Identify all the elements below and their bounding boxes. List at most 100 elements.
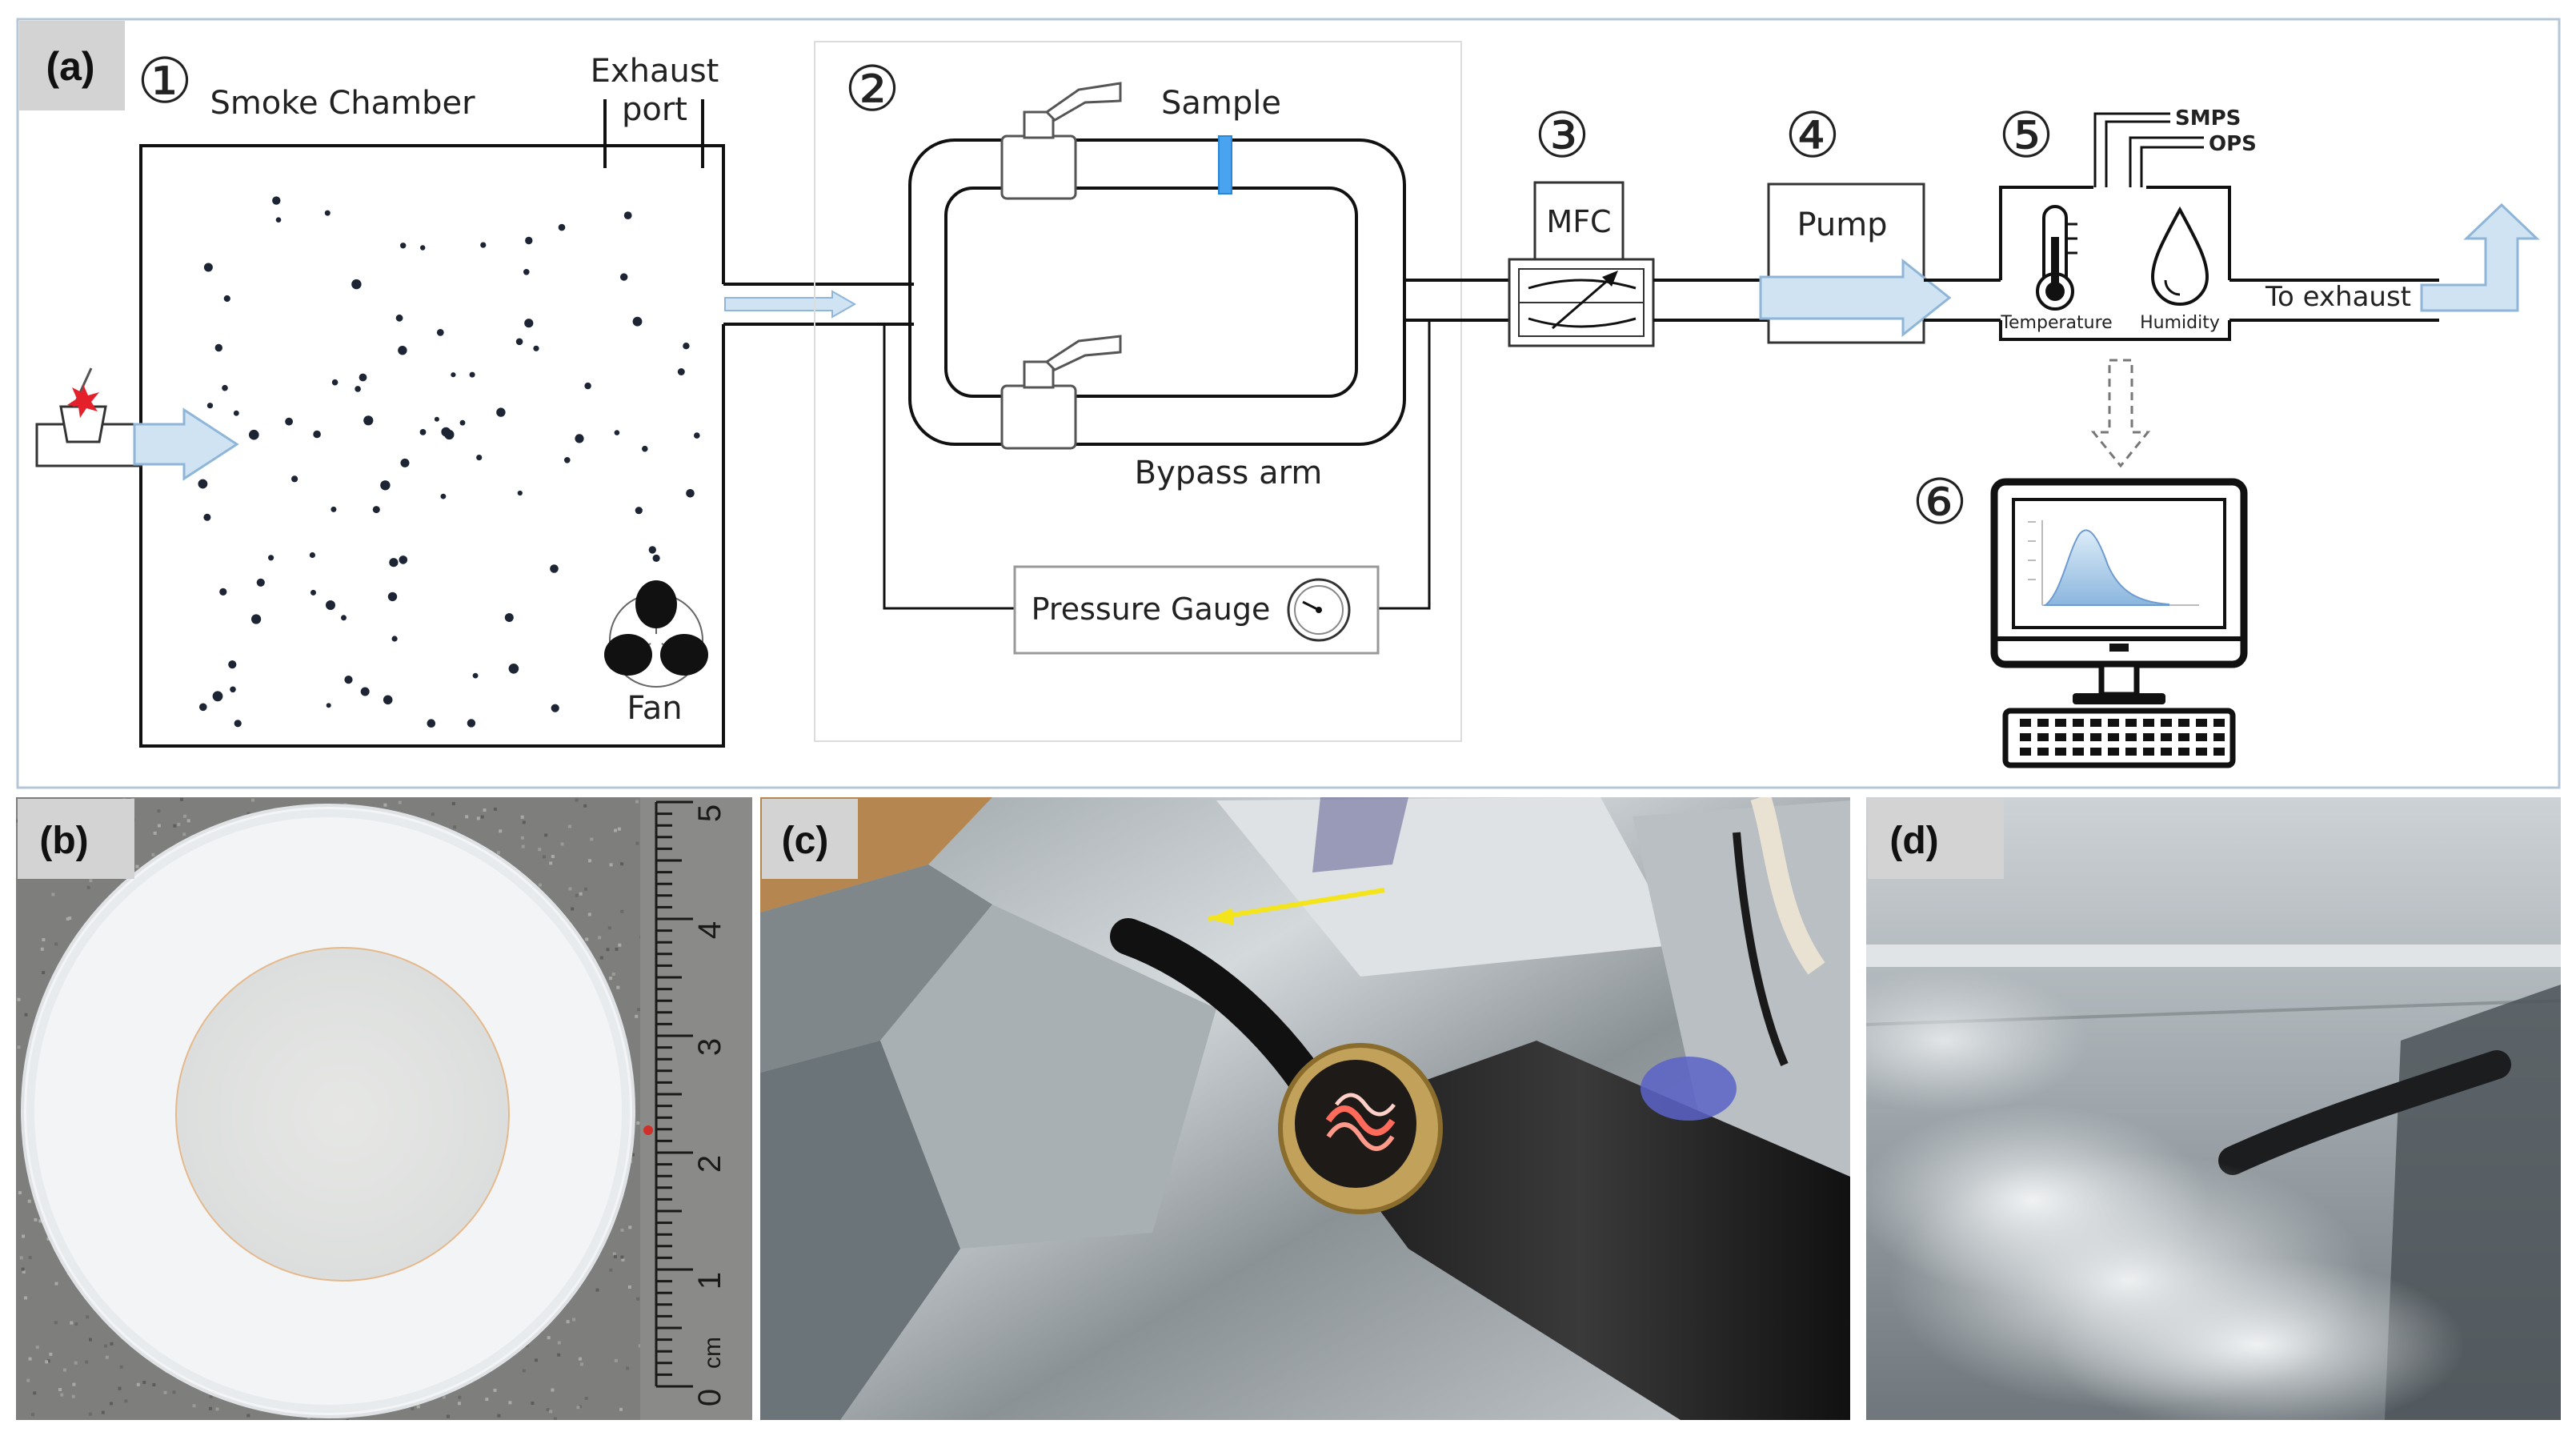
particle bbox=[614, 430, 620, 435]
key bbox=[2161, 748, 2172, 756]
speck bbox=[180, 797, 183, 801]
particle bbox=[683, 343, 690, 350]
speck bbox=[567, 824, 571, 828]
black-cable bbox=[1733, 832, 1789, 1066]
speck bbox=[22, 1270, 26, 1274]
speck bbox=[442, 1395, 446, 1399]
speck bbox=[618, 943, 622, 947]
particle bbox=[326, 703, 331, 708]
particle bbox=[344, 676, 353, 684]
smoke-chamber: Smoke Chamber Exhaust port Fan bbox=[139, 53, 725, 748]
particle bbox=[285, 417, 293, 426]
key bbox=[2196, 748, 2207, 756]
speck bbox=[579, 892, 583, 896]
speck bbox=[86, 885, 90, 889]
speck bbox=[557, 1353, 561, 1357]
foil-panel-low bbox=[760, 1041, 960, 1420]
speck bbox=[18, 1191, 22, 1195]
sample-section-frame bbox=[814, 41, 1462, 742]
particle bbox=[469, 371, 475, 378]
speck bbox=[54, 1321, 58, 1325]
keyboard-keys bbox=[2020, 719, 2225, 756]
speck bbox=[599, 956, 603, 960]
particle bbox=[575, 434, 584, 443]
speck bbox=[576, 1406, 580, 1410]
speck bbox=[74, 1361, 78, 1365]
particle bbox=[400, 458, 410, 467]
particle bbox=[203, 513, 211, 521]
ruler-unit: cm bbox=[699, 1337, 726, 1369]
ruler-number: 3 bbox=[692, 1038, 727, 1056]
speck bbox=[543, 855, 546, 859]
speck bbox=[585, 937, 589, 941]
ruler-number: 1 bbox=[692, 1272, 727, 1290]
particle bbox=[331, 379, 339, 386]
speck bbox=[621, 1258, 625, 1262]
speck bbox=[31, 1413, 34, 1417]
particle bbox=[504, 613, 514, 622]
particle bbox=[351, 279, 362, 290]
speck bbox=[447, 1414, 450, 1418]
inlet-flow-arrow bbox=[133, 407, 239, 481]
chamber-rail bbox=[1866, 945, 2561, 967]
gauge-line-left bbox=[883, 324, 1015, 610]
speck bbox=[85, 1360, 89, 1364]
particle bbox=[251, 614, 262, 624]
speck bbox=[609, 1268, 613, 1272]
speck bbox=[616, 985, 620, 989]
speck bbox=[499, 829, 503, 833]
particle bbox=[399, 556, 408, 564]
mfc-device: MFC bbox=[1508, 181, 1655, 347]
speck bbox=[88, 1338, 92, 1342]
particle bbox=[341, 615, 347, 621]
particle bbox=[395, 314, 403, 322]
fan-label: Fan bbox=[627, 690, 682, 727]
pump-flow-arrow bbox=[1759, 258, 1952, 338]
speck bbox=[626, 1366, 630, 1370]
speck bbox=[151, 852, 155, 856]
particle bbox=[272, 196, 281, 205]
key bbox=[2090, 719, 2101, 727]
particle bbox=[434, 416, 439, 422]
speck bbox=[476, 816, 480, 820]
speck bbox=[617, 827, 621, 831]
speck bbox=[620, 909, 624, 913]
particle bbox=[620, 273, 628, 281]
key bbox=[2213, 719, 2225, 727]
ruler bbox=[643, 800, 693, 1388]
speck bbox=[105, 1355, 109, 1359]
speck bbox=[615, 947, 619, 951]
key bbox=[2143, 748, 2154, 756]
speck bbox=[636, 1121, 640, 1125]
particle bbox=[551, 704, 559, 712]
exhaust-label-line2: port bbox=[622, 91, 687, 128]
speck bbox=[72, 1382, 76, 1386]
panel-c-label: (c) bbox=[782, 820, 829, 862]
speck bbox=[142, 1381, 146, 1384]
ruler-red-mark bbox=[643, 1125, 653, 1135]
speck bbox=[34, 1217, 38, 1221]
gloved-hand bbox=[1641, 1057, 1737, 1121]
particle bbox=[199, 703, 207, 712]
key bbox=[2143, 719, 2154, 727]
speck bbox=[572, 1318, 575, 1322]
speck bbox=[152, 1383, 156, 1386]
particle bbox=[219, 588, 227, 596]
lighter-nozzle-hose bbox=[1110, 918, 1331, 1107]
exhaust-up-arrow bbox=[2420, 203, 2540, 312]
speck bbox=[575, 893, 579, 897]
speck bbox=[431, 812, 435, 816]
speck bbox=[522, 1369, 526, 1373]
speck bbox=[19, 1256, 23, 1260]
particle bbox=[623, 211, 632, 219]
speck bbox=[17, 997, 21, 1001]
speck bbox=[74, 1322, 78, 1326]
key bbox=[2178, 748, 2189, 756]
particle bbox=[564, 457, 571, 463]
speck bbox=[568, 887, 572, 891]
sensor-box: SMPS OPS Temperature Humidity bbox=[1999, 106, 2257, 341]
key bbox=[2213, 748, 2225, 756]
key bbox=[2020, 719, 2031, 727]
particle bbox=[309, 552, 315, 559]
speck bbox=[620, 1255, 624, 1259]
